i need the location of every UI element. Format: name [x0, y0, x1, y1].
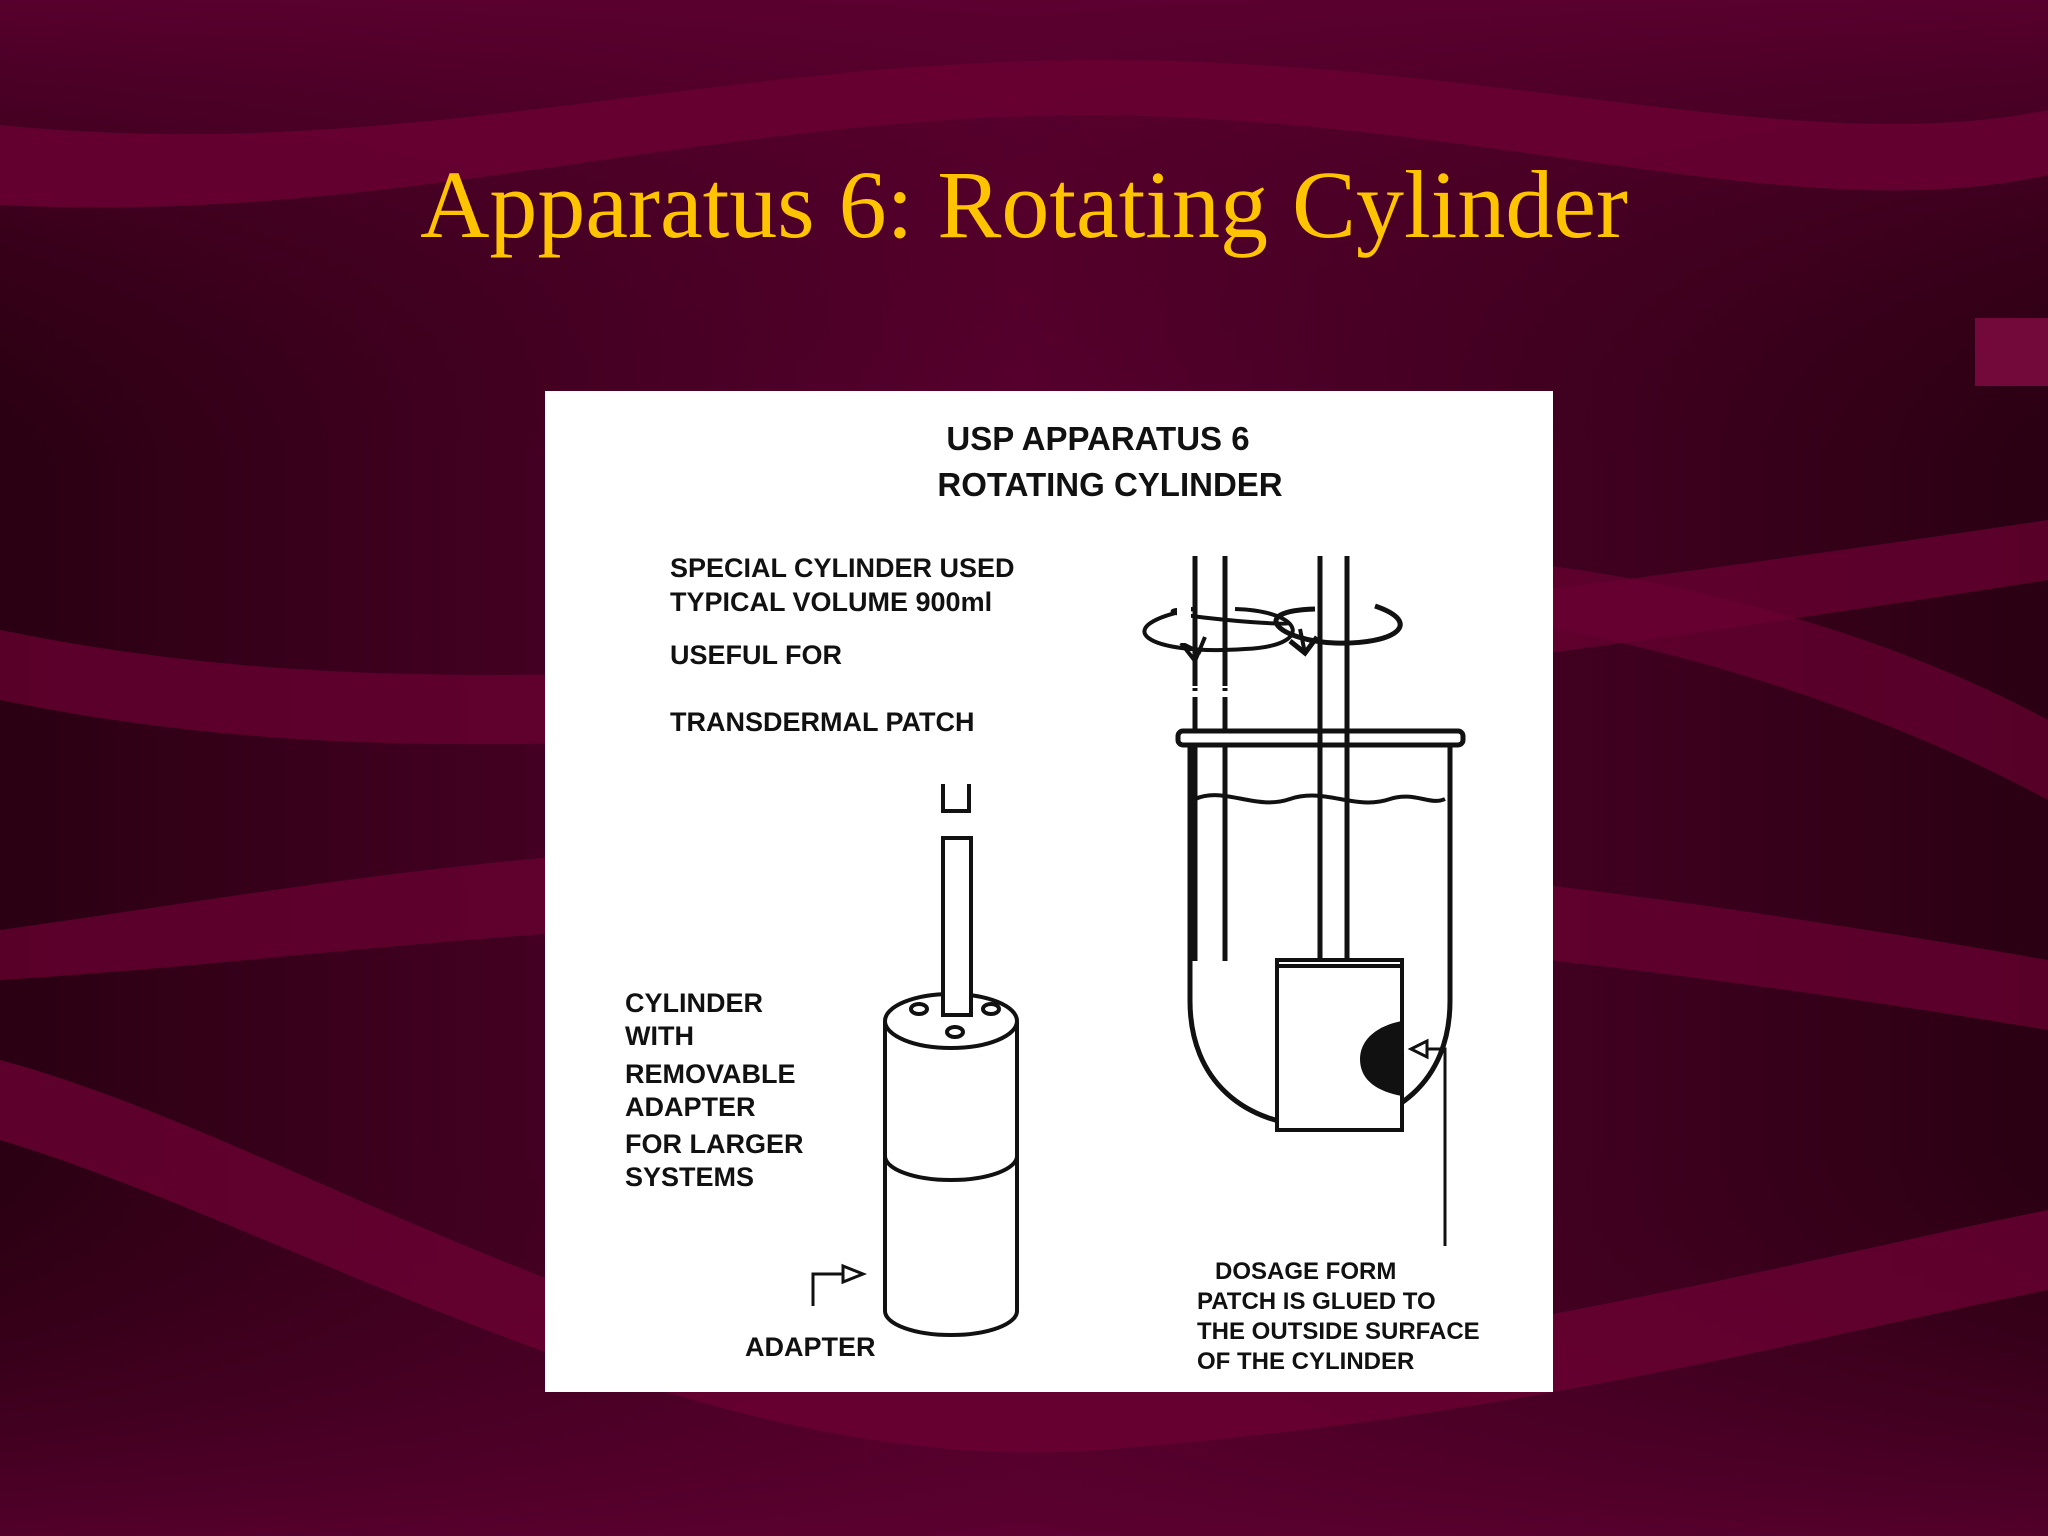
- dosage-label-line4: OF THE CYLINDER: [1197, 1348, 1414, 1375]
- cylinder-label-line2: WITH: [625, 1021, 694, 1051]
- vessel-parts: [1175, 556, 1466, 1246]
- diagram-heading-line1: USP APPARATUS 6: [946, 420, 1249, 457]
- cylinder-label-line5: FOR LARGER: [625, 1129, 804, 1159]
- cylinder-label-line6: SYSTEMS: [625, 1162, 754, 1192]
- vessel-body: [1180, 686, 1244, 697]
- dosage-label-line1: DOSAGE FORM: [1215, 1258, 1396, 1285]
- cylinder-with-adapter-illustration: [811, 784, 1019, 1337]
- rotation-arrow-icon: [1273, 603, 1403, 657]
- note-useful-for: USEFUL FOR: [670, 640, 842, 670]
- patch-arrowhead: [1407, 1038, 1429, 1060]
- dosage-form-patch: [1360, 1021, 1402, 1096]
- cylinder-label-line3: REMOVABLE: [625, 1059, 796, 1089]
- vessel-drawing-overlay: [1175, 556, 1466, 1246]
- dosage-label-line2: PATCH IS GLUED TO: [1197, 1288, 1436, 1315]
- dosage-label-layer: DOSAGE FORM PATCH IS GLUED TO THE OUTSID…: [1197, 1258, 1480, 1375]
- dosage-label-line3: THE OUTSIDE SURFACE: [1197, 1318, 1480, 1345]
- note-typical-volume: TYPICAL VOLUME 900ml: [670, 587, 992, 617]
- diagram-heading-line2: ROTATING CYLINDER: [937, 466, 1282, 503]
- apparatus-diagram: USP APPARATUS 6 ROTATING CYLINDER SPECIA…: [545, 391, 1553, 1392]
- cylinder-label-line1: CYLINDER: [625, 988, 763, 1018]
- note-special-cylinder: SPECIAL CYLINDER USED: [670, 553, 1015, 583]
- cylinder-label-line4: ADAPTER: [625, 1092, 756, 1122]
- slide-title: Apparatus 6: Rotating Cylinder: [420, 151, 1628, 258]
- adapter-label: ADAPTER: [745, 1332, 876, 1362]
- note-transdermal-patch: TRANSDERMAL PATCH: [670, 707, 975, 737]
- liquid-surface: [1194, 793, 1446, 805]
